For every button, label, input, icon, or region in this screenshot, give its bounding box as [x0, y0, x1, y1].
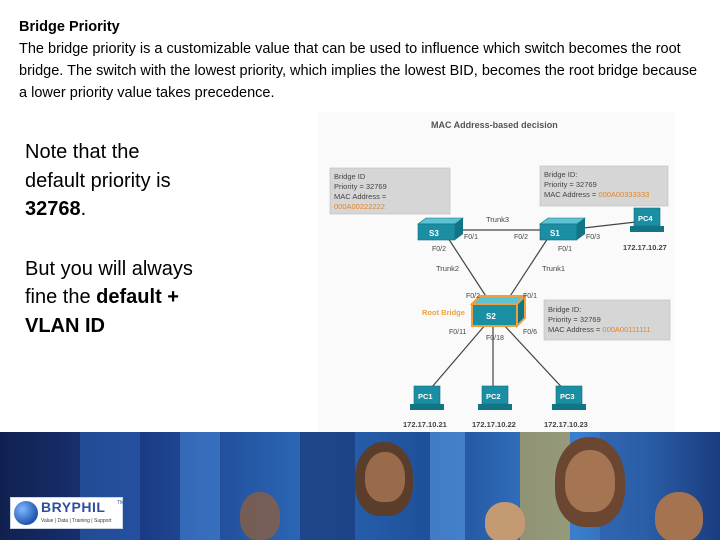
- heading: Bridge Priority The bridge priority is a…: [19, 16, 709, 104]
- person-photo: [655, 492, 703, 540]
- switch-icon: S1: [539, 217, 586, 241]
- note-paragraph-2: But you will always fine the default + V…: [25, 255, 195, 341]
- diagram-title: MAC Address-based decision: [431, 120, 558, 130]
- pc1-ip: 172.17.10.21: [403, 420, 447, 429]
- switch-s3-label: S3: [429, 229, 439, 238]
- s3-box-line3: MAC Address =: [334, 192, 387, 201]
- note-p2-bold: default + VLAN ID: [25, 286, 179, 337]
- port-s2-f02: F0/2: [466, 293, 480, 300]
- switch-s2-label: S2: [486, 312, 496, 321]
- pc1-link: [425, 323, 487, 395]
- port-s2-f011: F0/11: [449, 329, 466, 336]
- note-p1-prefix: Note that the default priority is: [25, 141, 171, 192]
- pc-icon: PC1: [410, 385, 444, 410]
- footer-photo-banner: [0, 432, 720, 540]
- s2-box-line2: Priority = 32769: [548, 315, 601, 324]
- pc-icon: PC3: [552, 385, 586, 410]
- globe-icon: [14, 501, 38, 525]
- trunk1-label: Trunk1: [542, 264, 565, 273]
- s2-box-line1: Bridge ID:: [548, 305, 581, 314]
- switch-icon: S2: [469, 293, 528, 329]
- switch-s1-label: S1: [550, 229, 560, 238]
- stp-diagram: MAC Address-based decision Bridge ID Pri…: [318, 112, 675, 435]
- pc4-label: PC4: [638, 214, 653, 223]
- port-s1-f02: F0/2: [514, 234, 528, 241]
- pc-icon: PC4: [630, 207, 664, 232]
- pc-icon: PC2: [478, 385, 512, 410]
- trunk2-label: Trunk2: [436, 264, 459, 273]
- person-photo: [485, 502, 525, 540]
- note-text: Note that the default priority is 32768.…: [25, 138, 195, 371]
- port-s1-f03: F0/3: [586, 234, 600, 241]
- note-p2-prefix: But you will always fine the: [25, 257, 193, 309]
- logo-name: BRYPHIL: [41, 499, 106, 515]
- port-s3-f02: F0/2: [432, 246, 446, 253]
- pc3-label: PC3: [560, 392, 575, 401]
- root-bridge-label: Root Bridge: [422, 308, 465, 317]
- s1-box-line2: Priority = 32769: [544, 180, 597, 189]
- s2-bridge-id-box: Bridge ID: Priority = 32769 MAC Address …: [543, 299, 671, 341]
- note-paragraph-1: Note that the default priority is 32768.: [25, 138, 195, 224]
- s3-bridge-id-box: Bridge ID Priority = 32769 MAC Address =…: [329, 167, 451, 215]
- logo-tagline: Value | Data | Training | Support: [41, 518, 112, 524]
- person-photo: [365, 452, 405, 502]
- pc1-label: PC1: [418, 392, 433, 401]
- pc4-ip: 172.17.10.27: [623, 243, 667, 252]
- s1-box-line3: MAC Address = 000A00333333: [544, 190, 649, 199]
- port-s2-f06: F0/6: [523, 329, 537, 336]
- port-s2-f01: F0/1: [523, 293, 537, 300]
- heading-title: Bridge Priority: [19, 19, 120, 35]
- note-p1-value: 32768: [25, 198, 81, 220]
- port-s1-f01: F0/1: [558, 246, 572, 253]
- s1-box-line1: Bridge ID:: [544, 170, 577, 179]
- pc3-link: [502, 323, 569, 395]
- pc2-ip: 172.17.10.22: [472, 420, 516, 429]
- port-s2-f018: F0/18: [486, 335, 504, 342]
- logo-tm: TM: [117, 500, 125, 506]
- bryphil-logo: BRYPHIL TM Value | Data | Training | Sup…: [10, 497, 125, 529]
- s3-box-line2: Priority = 32769: [334, 182, 387, 191]
- pc2-label: PC2: [486, 392, 501, 401]
- s3-box-mac: 000A00222222: [334, 202, 385, 211]
- person-photo: [240, 492, 280, 540]
- person-photo: [565, 450, 615, 512]
- trunk3-label: Trunk3: [486, 215, 509, 224]
- switch-icon: S3: [417, 217, 464, 241]
- s2-box-line3: MAC Address = 000A00111111: [548, 325, 651, 334]
- pc3-ip: 172.17.10.23: [544, 420, 588, 429]
- port-s3-f01: F0/1: [464, 234, 478, 241]
- note-p1-suffix: .: [80, 198, 87, 220]
- s1-bridge-id-box: Bridge ID: Priority = 32769 MAC Address …: [539, 165, 669, 207]
- s3-box-line1: Bridge ID: [334, 172, 366, 181]
- heading-body: The bridge priority is a customizable va…: [19, 41, 698, 101]
